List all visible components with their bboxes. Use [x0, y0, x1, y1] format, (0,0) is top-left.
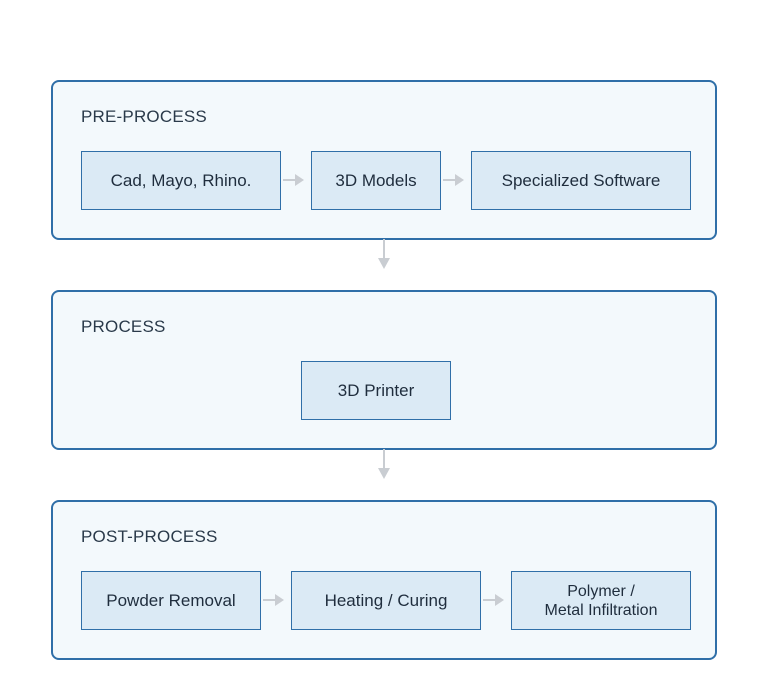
stage-process: PROCESS 3D Printer — [51, 290, 717, 450]
arrow-down-icon — [378, 239, 390, 269]
arrow-right-icon — [283, 174, 304, 186]
step-3d-models: 3D Models — [311, 151, 441, 210]
step-heating-curing: Heating / Curing — [291, 571, 481, 630]
arrow-down-icon — [378, 449, 390, 479]
step-powder-removal: Powder Removal — [81, 571, 261, 630]
step-cad-software: Cad, Mayo, Rhino. — [81, 151, 281, 210]
arrow-right-icon — [443, 174, 464, 186]
stage-title: PRE-PROCESS — [81, 107, 207, 126]
step-polymer-metal-infiltration: Polymer / Metal Infiltration — [511, 571, 691, 630]
arrow-right-icon — [483, 594, 504, 606]
stage-title: POST-PROCESS — [81, 527, 218, 546]
step-specialized-software: Specialized Software — [471, 151, 691, 210]
stage-post-process: POST-PROCESS Powder Removal Heating / Cu… — [51, 500, 717, 660]
arrow-right-icon — [263, 594, 284, 606]
stage-pre-process: PRE-PROCESS Cad, Mayo, Rhino. 3D Models … — [51, 80, 717, 240]
stage-title: PROCESS — [81, 317, 166, 336]
step-3d-printer: 3D Printer — [301, 361, 451, 420]
